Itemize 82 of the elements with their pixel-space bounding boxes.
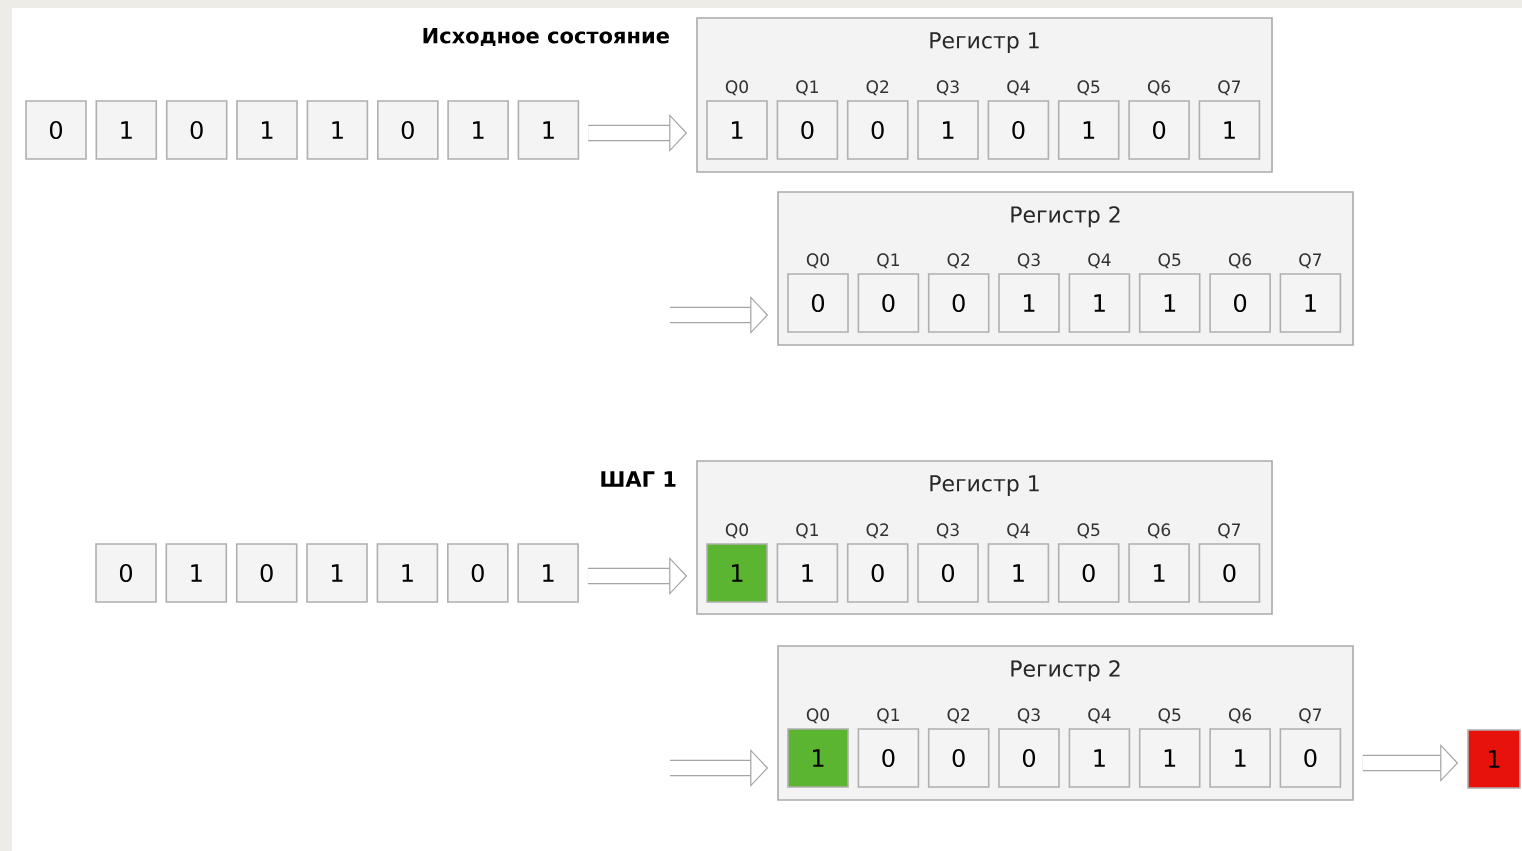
- bit-cell: 1: [376, 543, 439, 603]
- bit-cell: 1: [306, 100, 369, 160]
- node-label: Q7: [1299, 708, 1322, 724]
- bit-cell: 0: [447, 543, 509, 603]
- node-label: Q1: [796, 523, 818, 539]
- bit-cell: 1 Q5: [1138, 708, 1201, 788]
- bit-cell: 1: [306, 543, 368, 603]
- bit-cell: 1: [236, 100, 298, 160]
- bit-cell: 0 Q4: [987, 80, 1050, 160]
- node-label: Q3: [1017, 253, 1040, 269]
- bit-cell: 0 Q6: [1209, 253, 1271, 333]
- bit-cell: 0: [25, 100, 87, 160]
- bit-cell: 1 Q4: [1068, 708, 1131, 788]
- bit-cell: 0 Q1: [857, 708, 920, 788]
- node-label: Q1: [796, 80, 818, 96]
- node-label: Q5: [1077, 523, 1100, 539]
- bit-cell: 0 Q7: [1198, 523, 1261, 603]
- node-label: Q5: [1077, 80, 1100, 96]
- bit-cell: 0: [377, 100, 439, 160]
- bit-cell: 0 Q2: [846, 523, 909, 603]
- node-label: Q7: [1218, 523, 1241, 539]
- bit-cell: 1 Q7: [1198, 80, 1261, 160]
- node-label: Q6: [1228, 708, 1252, 724]
- bit-cell: 1 Q4: [1068, 253, 1131, 333]
- node-label: Q4: [1088, 253, 1111, 269]
- node-label: Q7: [1218, 80, 1241, 96]
- node-label: Q0: [806, 708, 829, 724]
- bit-cell: 1: [1467, 729, 1521, 789]
- node-label: Q0: [806, 253, 829, 269]
- node-label: Q0: [725, 523, 748, 539]
- node-label: Q1: [877, 253, 899, 269]
- bit-cell: 1 Q1: [776, 523, 839, 603]
- bit-cell: 0: [235, 543, 298, 603]
- node-label: Q3: [936, 80, 959, 96]
- node-label: Q3: [1017, 708, 1040, 724]
- bit-cell: 1 Q0: [706, 523, 768, 603]
- bit-cell: 0 Q5: [1057, 523, 1120, 603]
- bit-cell: 1 Q4: [987, 523, 1050, 603]
- node-label: Q0: [725, 80, 748, 96]
- bit-cell: 0 Q2: [846, 80, 909, 160]
- node-label: Q6: [1228, 253, 1252, 269]
- node-label: Q3: [936, 523, 959, 539]
- bit-cell: 1 Q3: [917, 80, 979, 160]
- bit-cell: 1 Q5: [1138, 253, 1201, 333]
- node-label: Q4: [1007, 80, 1030, 96]
- section-label: ШАГ 1: [601, 471, 676, 487]
- bit-cell: 0 Q6: [1128, 80, 1190, 160]
- bit-cell: 1: [165, 543, 228, 603]
- bit-cell: 1: [95, 100, 158, 160]
- bit-cell: 0: [165, 100, 228, 160]
- node-label: Q2: [947, 708, 970, 724]
- bit-cell: 0 Q3: [917, 523, 979, 603]
- bit-cell: 1 Q3: [998, 253, 1060, 333]
- section-label: Исходное состояние: [423, 27, 669, 47]
- node-label: Q6: [1147, 80, 1171, 96]
- bit-cell: 1 Q0: [787, 708, 849, 788]
- node-label: Q2: [947, 253, 970, 269]
- bit-cell: 0 Q0: [787, 253, 849, 333]
- bit-cell: 1: [517, 543, 579, 603]
- bit-cell: 0 Q1: [857, 253, 920, 333]
- node-label: Q5: [1158, 253, 1181, 269]
- bit-cell: 0 Q2: [927, 253, 990, 333]
- bit-cell: 0: [95, 543, 157, 603]
- node-label: Q6: [1147, 523, 1171, 539]
- bit-cell: 1: [447, 100, 509, 160]
- bit-cell: 1 Q0: [706, 80, 768, 160]
- bit-cell: 1 Q6: [1209, 708, 1271, 788]
- bit-cell: 1 Q6: [1128, 523, 1190, 603]
- bit-cell: 0 Q1: [776, 80, 839, 160]
- node-label: Q1: [877, 708, 899, 724]
- bit-cell: 0 Q3: [998, 708, 1060, 788]
- bit-cell: 0 Q7: [1279, 708, 1342, 788]
- bit-cell: 1 Q5: [1057, 80, 1120, 160]
- node-label: Q7: [1299, 253, 1322, 269]
- node-label: Q2: [866, 523, 889, 539]
- bit-cell: 0 Q2: [927, 708, 990, 788]
- node-label: Q4: [1088, 708, 1111, 724]
- node-label: Q4: [1007, 523, 1030, 539]
- node-label: Q2: [866, 80, 889, 96]
- bit-cell: 1: [517, 100, 580, 160]
- node-label: Q5: [1158, 708, 1181, 724]
- bit-cell: 1 Q7: [1279, 253, 1342, 333]
